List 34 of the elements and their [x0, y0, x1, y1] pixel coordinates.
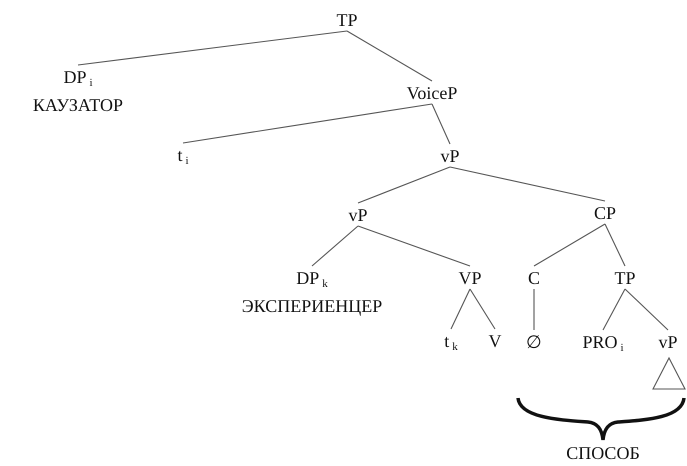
tree-branch [432, 104, 450, 144]
role-label: КАУЗАТОР [32, 95, 124, 115]
node-label: t$_{i}$ [177, 145, 189, 171]
role-label: ЭКСПЕРИЕНЦЕР [242, 296, 382, 316]
tree-branch [534, 224, 606, 266]
tree-branch [450, 166, 606, 202]
node-label: vP [440, 146, 460, 166]
node-label: C [528, 268, 540, 288]
tree-branch [346, 30, 432, 82]
tree-branch [182, 103, 432, 144]
node-label: VP [458, 268, 482, 288]
tree-branch [604, 224, 626, 266]
node-label: TP [614, 268, 636, 288]
node-label: vP [658, 332, 678, 352]
node-label: CP [594, 203, 616, 223]
tree-branch [533, 289, 535, 330]
node-label: TP [336, 10, 358, 30]
bracket-label: СПОСОБ [566, 443, 640, 463]
node-label: VoiceP [406, 83, 458, 103]
tree-branch [450, 288, 470, 330]
tree-branch [358, 166, 450, 204]
node-label: vP [348, 205, 368, 225]
tree-branch [78, 30, 348, 66]
node-label: V [488, 331, 502, 351]
node-label: ∅ [526, 332, 542, 352]
tree-branch [624, 288, 668, 330]
tree-branch [602, 288, 626, 330]
node-label: t$_{k}$ [444, 331, 458, 357]
node-label: DP$_{k}$ [295, 268, 329, 292]
tree-branch [358, 225, 470, 267]
tree-branch [312, 226, 358, 266]
tree-branch [470, 288, 496, 330]
node-label: PRO$_{i}$ [582, 332, 624, 358]
node-label: DP$_{i}$ [62, 67, 94, 91]
